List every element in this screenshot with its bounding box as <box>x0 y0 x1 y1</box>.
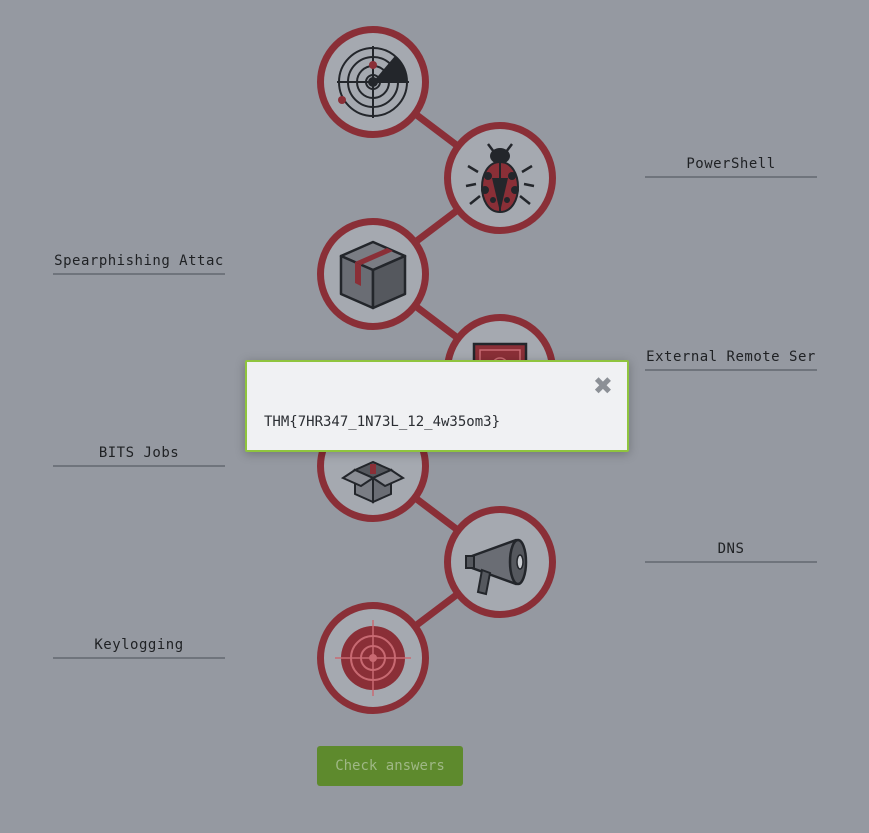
answer-slot-keylogging[interactable]: Keylogging <box>53 637 225 659</box>
answer-slot-bits-jobs[interactable]: BITS Jobs <box>53 445 225 467</box>
answer-slot-powershell[interactable]: PowerShell <box>645 156 817 178</box>
stage-node-command-and-control <box>444 506 556 618</box>
flag-text: THM{7HR347_1N73L_12_4w35om3} <box>264 414 501 430</box>
flag-modal: ✖ THM{7HR347_1N73L_12_4w35om3} <box>245 360 629 452</box>
stage-node-reconnaissance <box>317 26 429 138</box>
target-icon <box>335 620 411 696</box>
answer-slot-dns[interactable]: DNS <box>645 541 817 563</box>
stage-node-weaponization <box>444 122 556 234</box>
radar-icon <box>337 46 409 118</box>
stage-node-actions-on-objectives <box>317 602 429 714</box>
stage-node-delivery <box>317 218 429 330</box>
answer-slot-spearphishing[interactable]: Spearphishing Attac <box>53 253 225 275</box>
ladybug-icon <box>465 143 535 214</box>
close-icon[interactable]: ✖ <box>592 372 613 400</box>
package-icon <box>339 240 407 310</box>
answer-slot-external-remote[interactable]: External Remote Ser <box>645 349 817 371</box>
megaphone-icon <box>465 538 528 596</box>
open-box-icon <box>340 460 406 504</box>
check-answers-button[interactable]: Check answers <box>317 746 463 786</box>
